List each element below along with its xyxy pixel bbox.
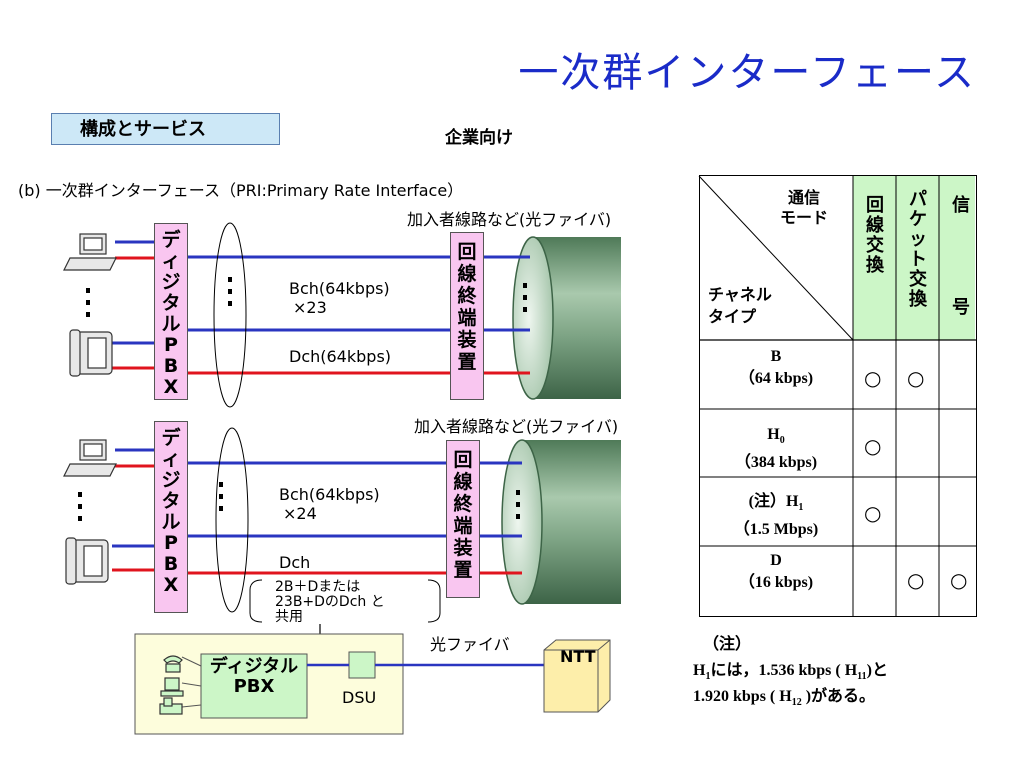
- row-d-signal: ○: [950, 568, 968, 592]
- telephone-icon: [69, 329, 113, 377]
- bch-label-top: Bch(64kbps): [289, 279, 390, 298]
- ntt-building: [543, 639, 611, 713]
- row-h0-circuit: ○: [864, 434, 882, 458]
- fiber-cable-top: [512, 236, 621, 400]
- b-channel-lines-top: [112, 240, 530, 345]
- footnote-line-1: H1には，1.536 kbps ( H11)と: [693, 662, 888, 683]
- column-packet-switching: パケット交換: [909, 189, 927, 310]
- table-row: D （16 kbps): [738, 552, 814, 591]
- enterprise-label: 企業向け: [445, 128, 513, 148]
- table-header-channel: チャネル タイプ: [708, 285, 772, 326]
- b-channel-lines-bottom: [112, 448, 522, 548]
- d-channel-lines-bottom: [112, 464, 522, 575]
- telephone-icon: [163, 655, 183, 673]
- page-title: 一次群インターフェース: [518, 50, 976, 96]
- shared-dch-note: 2B＋Dまたは 23B+DのDch と 共用: [275, 579, 385, 625]
- dch-label-top: Dch(64kbps): [289, 347, 392, 366]
- line-terminal-equipment-bottom: 回線終端装置: [446, 440, 480, 598]
- ntt-label: NTT: [560, 647, 596, 666]
- service-table-grid: [698, 175, 977, 616]
- digital-pbx-label: ディジタル PBX: [209, 656, 299, 697]
- footnote-label: （注）: [703, 636, 752, 653]
- table-row: B （64 kbps): [738, 348, 814, 387]
- fax-icon: [159, 697, 183, 715]
- diagram-subtitle: (b) 一次群インターフェース（PRI:Primary Rate Interfa…: [18, 181, 464, 200]
- section-label: 構成とサービス: [51, 113, 280, 145]
- column-signal-top: 信: [952, 195, 970, 216]
- d-channel-lines-top: [112, 256, 530, 375]
- table-row: (注）H1 （1.5 Mbps): [733, 493, 819, 539]
- dch-label-bottom: Dch: [279, 553, 311, 572]
- service-table: 通信 モード チャネル タイプ 回線交換 パケット交換 信 号 B （64 kb…: [699, 175, 977, 617]
- fiber-label: 光ファイバ: [430, 635, 510, 654]
- shared-note-bracket: [249, 579, 441, 623]
- channel-group-bracket-top: [213, 222, 247, 408]
- computer-icon: [160, 677, 184, 697]
- dsu-label: DSU: [342, 688, 377, 707]
- ellipsis-dots-top: [86, 277, 527, 317]
- row-h1-circuit: ○: [864, 501, 882, 525]
- footnote-line-2: 1.920 kbps ( H12 )がある。: [693, 688, 876, 709]
- computer-icon: [63, 439, 117, 477]
- row-d-packet: ○: [907, 568, 925, 592]
- row-b-packet: ○: [907, 366, 925, 390]
- table-header-mode: 通信 モード: [779, 188, 828, 227]
- channel-group-bracket-bottom: [215, 427, 249, 613]
- table-row: H0 （384 kbps): [734, 426, 818, 472]
- bch-count-top: ×23: [293, 298, 327, 317]
- digital-pbx-box: [200, 653, 308, 719]
- dsu-box: [348, 651, 376, 679]
- row-b-circuit: ○: [864, 366, 882, 390]
- bch-label-bottom: Bch(64kbps): [279, 485, 380, 504]
- ellipsis-dots-bottom: [78, 482, 520, 521]
- fiber-cable-bottom: [501, 439, 621, 605]
- column-signal-bottom: 号: [952, 297, 970, 318]
- telephone-icon: [65, 537, 109, 585]
- computer-icon: [63, 233, 117, 271]
- line-terminal-equipment-top: 回線終端装置: [450, 232, 484, 400]
- subscriber-line-label-bottom: 加入者線路など(光ファイバ): [414, 417, 619, 436]
- column-circuit-switching: 回線交換: [866, 195, 884, 276]
- bch-count-bottom: ×24: [283, 504, 317, 523]
- subscriber-line-label-top: 加入者線路など(光ファイバ): [407, 210, 612, 229]
